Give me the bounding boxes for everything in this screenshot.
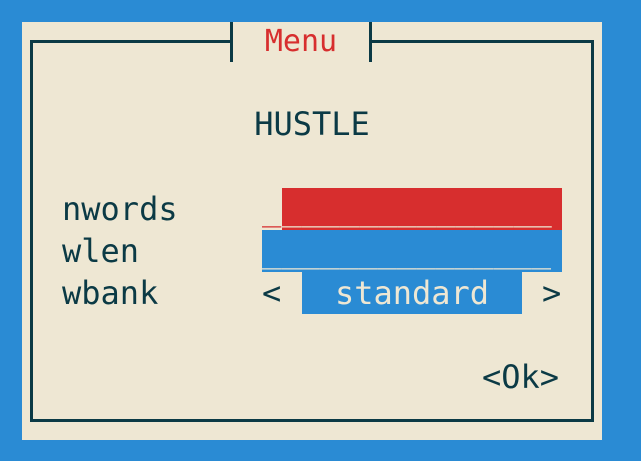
dialog-title: Menu xyxy=(264,24,338,59)
wbank-prev-button[interactable]: < xyxy=(262,274,282,312)
wbank-label: wbank xyxy=(62,274,159,312)
nwords-label: nwords xyxy=(62,190,178,228)
text-cursor: _ xyxy=(262,190,282,228)
ok-button[interactable]: <Ok> xyxy=(482,358,560,396)
wbank-select[interactable]: standard xyxy=(302,272,522,314)
nwords-input[interactable]: _ ______________ xyxy=(262,188,562,230)
wlen-input[interactable]: _______________ xyxy=(262,230,562,272)
dialog-heading: HUSTLE xyxy=(254,105,370,143)
dialog-title-box: Menu xyxy=(230,22,372,62)
nwords-input-placeholder: ______________ xyxy=(282,188,562,230)
wlen-label: wlen xyxy=(62,232,140,270)
wbank-next-button[interactable]: > xyxy=(542,274,562,312)
menu-dialog: Menu HUSTLE nwords _ ______________ wlen… xyxy=(22,22,602,440)
